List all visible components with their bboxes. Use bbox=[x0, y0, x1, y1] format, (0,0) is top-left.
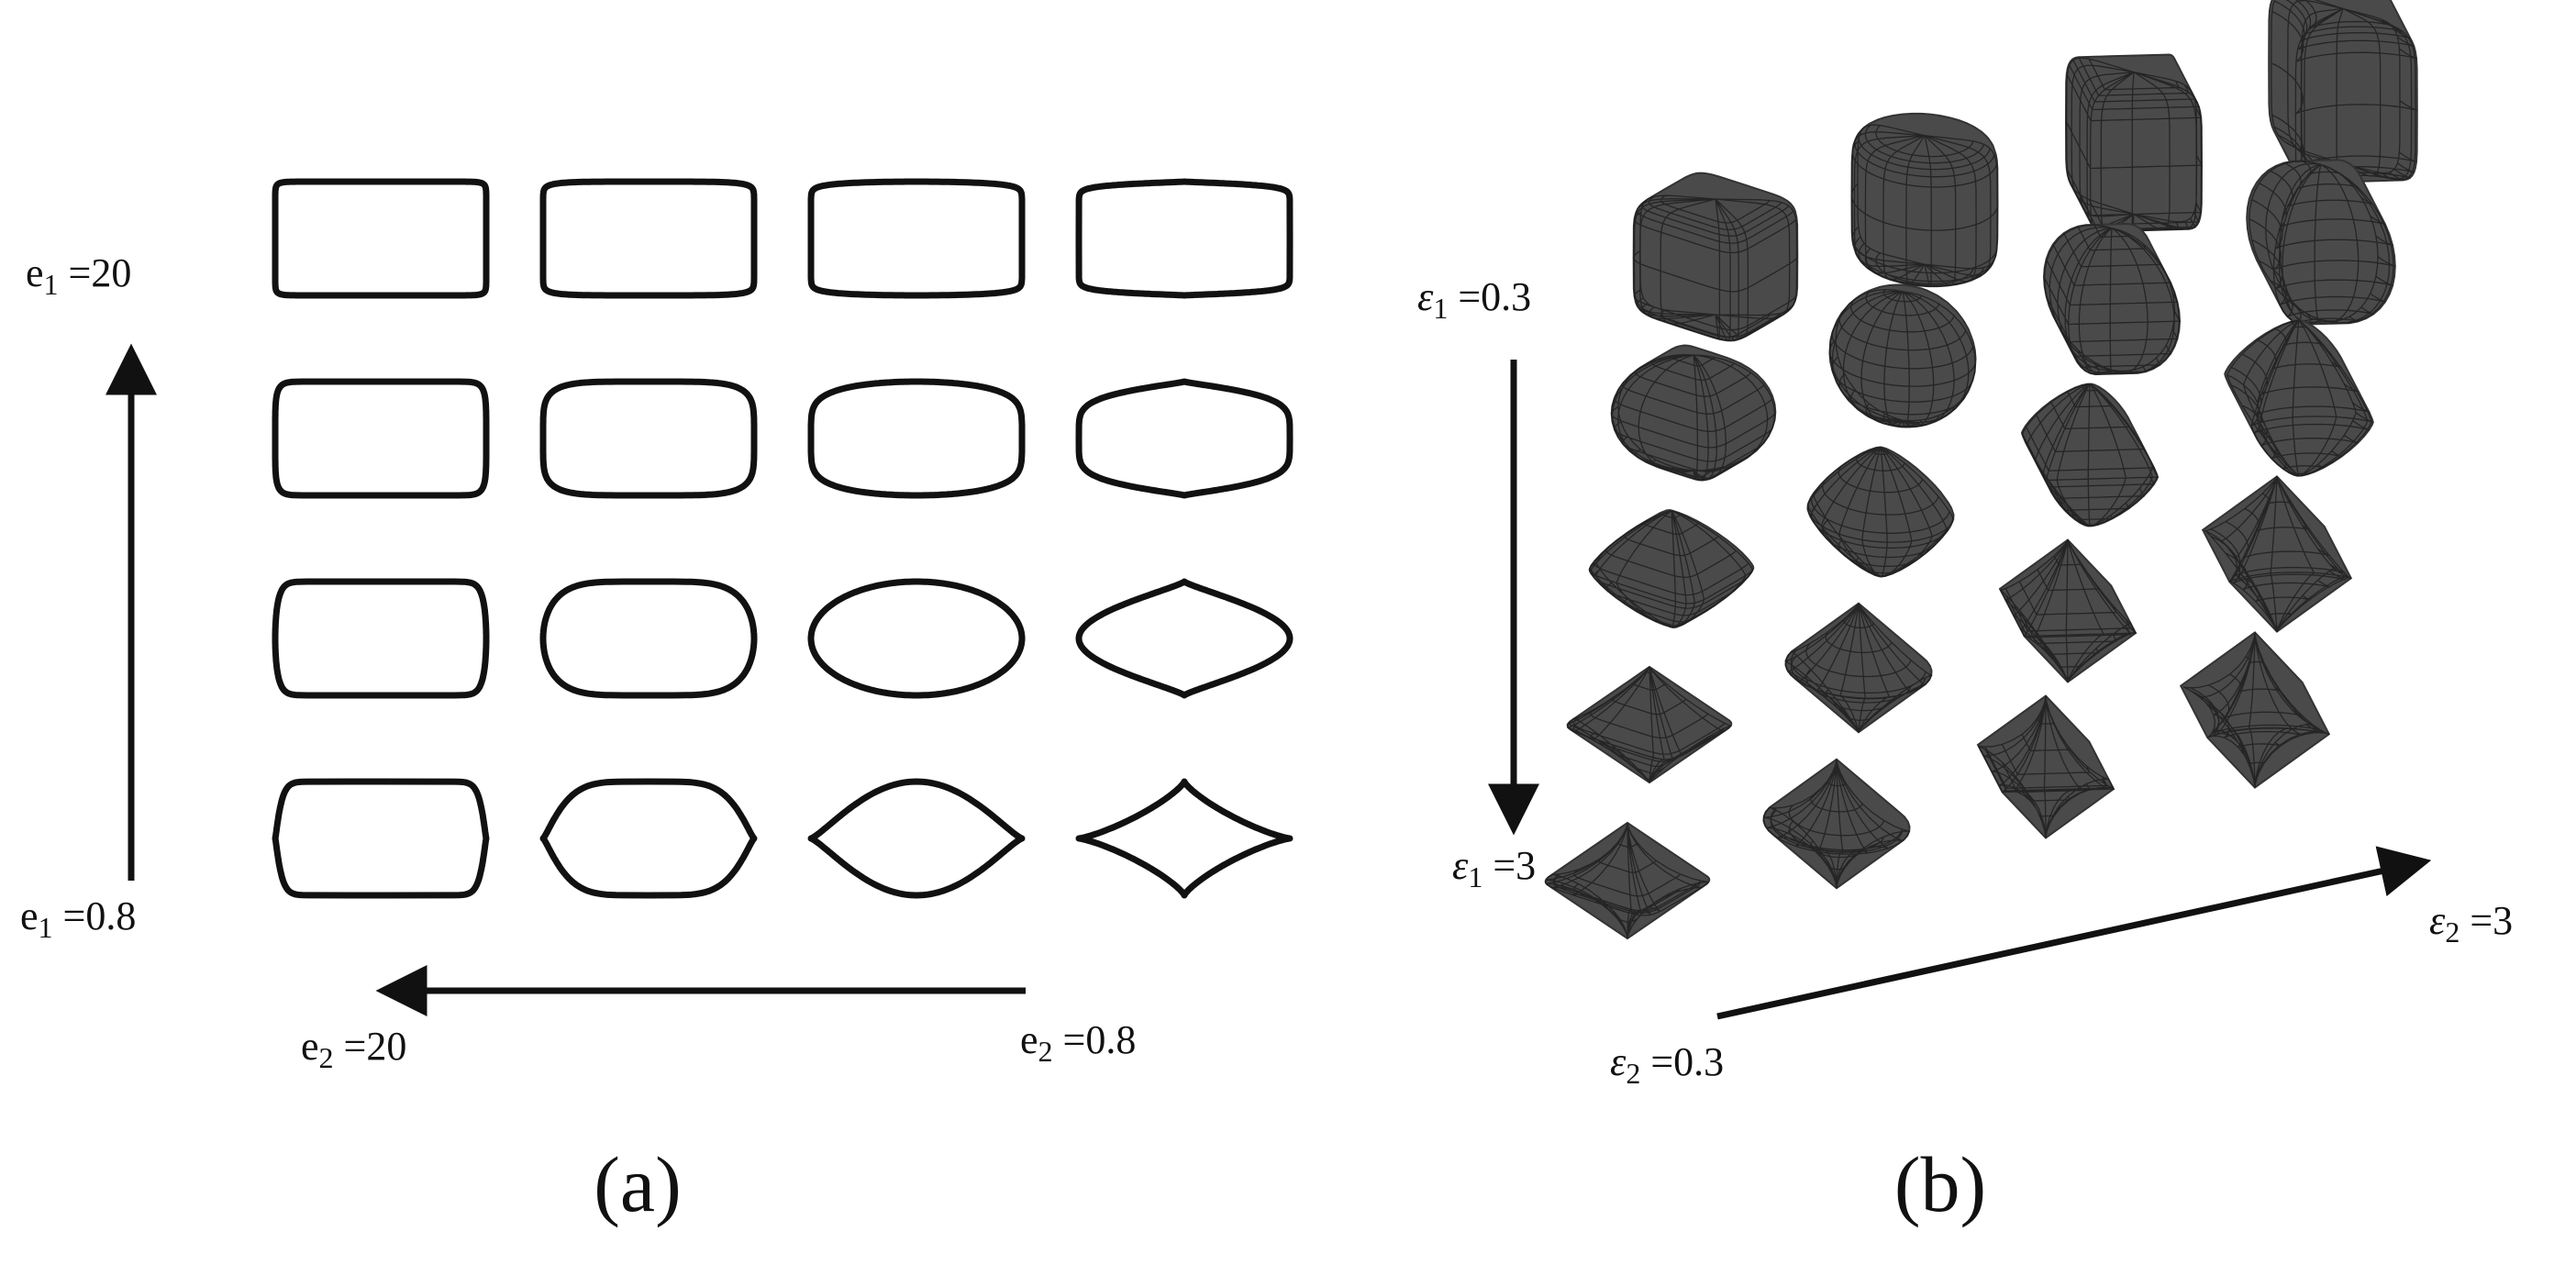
superellipse-r3-c2 bbox=[539, 578, 758, 699]
superquadric-solid-r3-c2 bbox=[1806, 446, 1955, 578]
superquadric-solid-r1-c3 bbox=[2064, 53, 2204, 233]
superellipse-r2-c1 bbox=[272, 378, 490, 499]
superquadric-solid-r5-c3 bbox=[1976, 694, 2115, 839]
superellipse-r3-c4 bbox=[1075, 578, 1294, 699]
superquadric-solid-r5-c1 bbox=[1544, 821, 1711, 940]
superquadric-solid-r2-c3 bbox=[2042, 222, 2182, 376]
panel-a: e1 =20 e1 =0.8 e2 =20 e2 =0.8 (a) bbox=[20, 178, 1294, 1228]
eps1-top-label: ε1 =0.3 bbox=[1417, 274, 1531, 325]
panel-a-caption: (a) bbox=[594, 1140, 681, 1228]
e2-right-label: e2 =0.8 bbox=[1020, 1017, 1136, 1068]
superellipse-r1-c4 bbox=[1075, 178, 1294, 299]
superquadric-solid-r2-c4 bbox=[2246, 159, 2396, 326]
e2-left-label: e2 =20 bbox=[301, 1024, 406, 1074]
superquadric-solid-r4-c1 bbox=[1566, 665, 1733, 784]
superquadric-solid-r3-c1 bbox=[1588, 508, 1755, 629]
superquadric-solid-r4-c3 bbox=[1998, 538, 2137, 683]
eps2-left-label: ε2 =0.3 bbox=[1610, 1039, 1724, 1090]
superellipse-r4-c3 bbox=[807, 778, 1026, 899]
superellipse-grid bbox=[272, 178, 1294, 899]
superellipse-r1-c3 bbox=[807, 178, 1026, 299]
superellipse-r4-c4 bbox=[1075, 778, 1294, 899]
superquadric-solid-r4-c2 bbox=[1783, 602, 1933, 734]
eps1-bottom-label: ε1 =3 bbox=[1452, 843, 1536, 893]
superellipse-r2-c3 bbox=[807, 378, 1026, 499]
superellipse-r2-c2 bbox=[539, 378, 758, 499]
superellipse-r4-c1 bbox=[272, 778, 490, 899]
superquadric-solid-r5-c2 bbox=[1762, 758, 1911, 890]
e1-top-label: e1 =20 bbox=[26, 250, 131, 301]
superellipse-r2-c4 bbox=[1075, 378, 1294, 499]
superellipse-r4-c2 bbox=[539, 778, 758, 899]
superquadric-solid-r1-c4 bbox=[2268, 0, 2418, 184]
panel-b-caption: (b) bbox=[1894, 1140, 1986, 1228]
eps2-arrow bbox=[1716, 846, 2432, 1020]
superellipse-r1-c1 bbox=[272, 178, 490, 299]
superellipse-r3-c1 bbox=[272, 578, 490, 699]
superquadric-solid-r2-c1 bbox=[1610, 344, 1777, 482]
panel-b: ε1 =0.3 ε1 =3 ε2 =0.3 ε2 =3 (b) bbox=[1417, 0, 2513, 1228]
superquadric-solid-r5-c4 bbox=[2179, 631, 2331, 789]
superquadric-solid-grid bbox=[1544, 0, 2418, 940]
superquadric-solid-r2-c2 bbox=[1828, 283, 1977, 428]
e1-bottom-label: e1 =0.8 bbox=[20, 893, 136, 944]
superellipse-r1-c2 bbox=[539, 178, 758, 299]
eps2-right-label: ε2 =3 bbox=[2429, 898, 2513, 949]
superquadric-solid-r3-c4 bbox=[2224, 319, 2374, 477]
superquadric-solid-r1-c2 bbox=[1850, 112, 1999, 288]
superquadric-solid-r4-c4 bbox=[2201, 475, 2353, 633]
superquadric-solid-r3-c3 bbox=[2020, 383, 2160, 527]
superquadric-solid-r1-c1 bbox=[1632, 172, 1799, 342]
superellipse-r3-c3 bbox=[807, 578, 1026, 699]
